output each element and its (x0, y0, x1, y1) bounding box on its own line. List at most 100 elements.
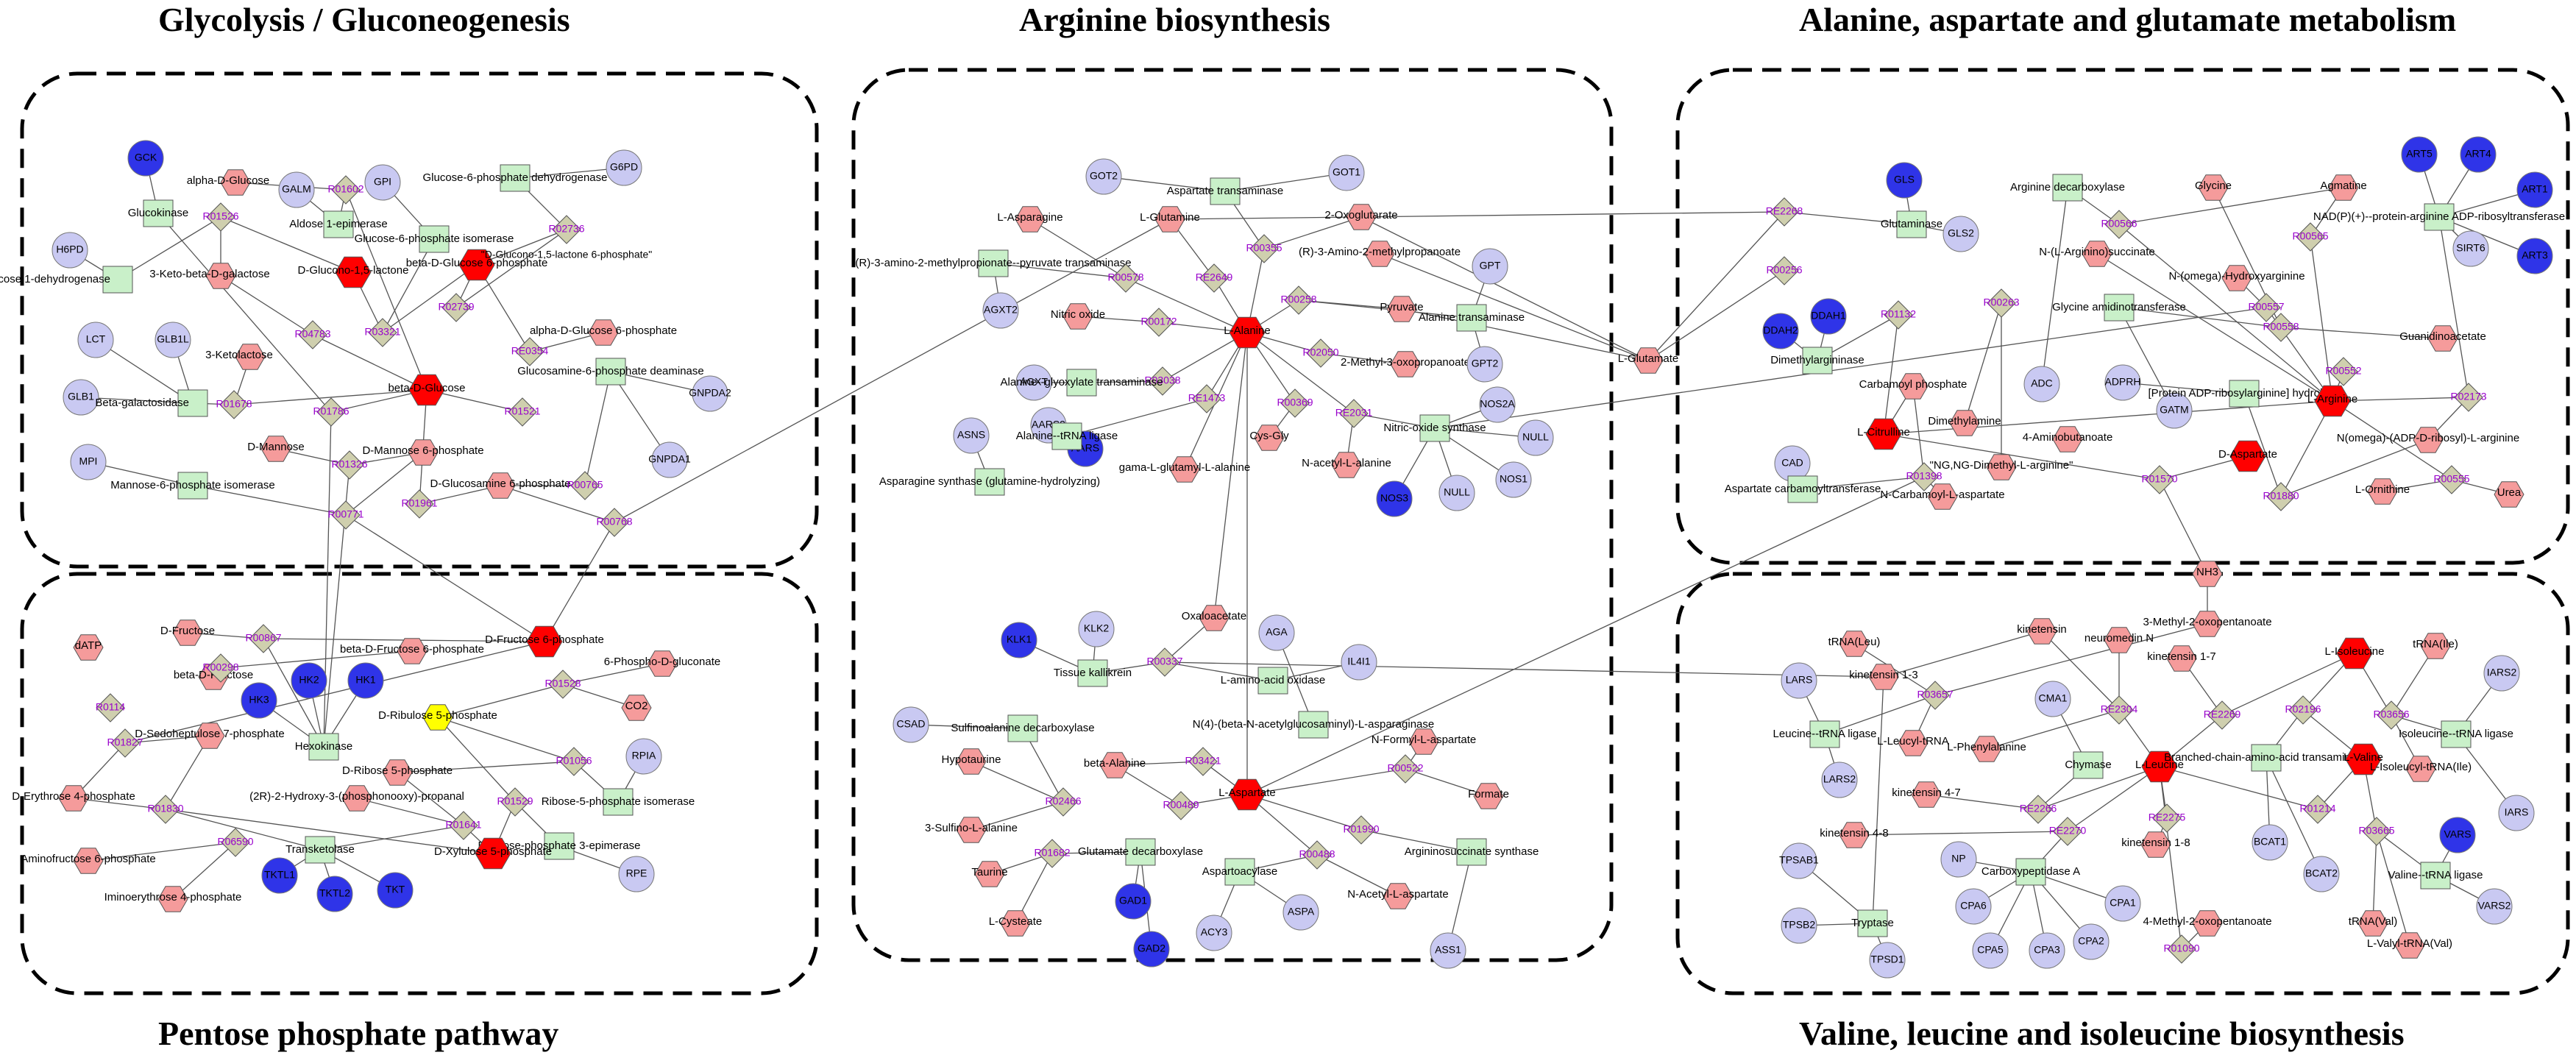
reaction-node-pentose-r06590[interactable] (221, 828, 250, 857)
gene-node-alanine-adc[interactable] (2023, 366, 2060, 402)
metabolite-node-pentose-imino4p[interactable] (157, 886, 188, 912)
reaction-node-alanine-r01570[interactable] (2145, 465, 2174, 494)
reaction-node-pentose-r01830[interactable] (151, 795, 180, 824)
gene-node-bcaa-iars[interactable] (2498, 795, 2535, 831)
metabolite-node-pentose-bfru6p[interactable] (397, 638, 427, 664)
gene-node-bcaa-tpsd1[interactable] (1869, 942, 1906, 979)
gene-node-arginine-gad2[interactable] (1133, 931, 1170, 968)
reaction-node-bcaa-r03656[interactable] (2377, 700, 2406, 730)
gene-node-arginine-nos3[interactable] (1376, 480, 1413, 517)
metabolite-node-bcaa-kin17[interactable] (2166, 645, 2197, 672)
enzyme-node-arginine-asn_synth[interactable] (974, 468, 1005, 496)
gene-node-glycolysis-mpi[interactable] (70, 444, 107, 480)
metabolite-node-bcaa-lile[interactable] (2336, 637, 2373, 670)
reaction-node-glycolysis-r00771[interactable] (331, 500, 361, 530)
gene-node-alanine-aprh[interactable] (2104, 364, 2141, 401)
metabolite-node-bcaa-kinetensin[interactable] (2026, 618, 2057, 645)
metabolite-node-arginine-lasp[interactable] (1229, 778, 1266, 811)
gene-node-bcaa-iars2[interactable] (2483, 655, 2520, 692)
enzyme-node-arginine-nos_enz[interactable] (1419, 414, 1450, 442)
enzyme-node-arginine-laao[interactable] (1257, 667, 1288, 695)
metabolite-node-bcaa-neuromedin[interactable] (2104, 627, 2135, 653)
enzyme-node-arginine-ala_glyox[interactable] (1066, 369, 1097, 397)
metabolite-node-alanine-lglu[interactable] (1633, 347, 1664, 374)
reaction-node-alanine-r00552[interactable] (2329, 357, 2358, 386)
metabolite-node-arginine-pyruvate[interactable] (1386, 296, 1417, 322)
gene-node-arginine-got1[interactable] (1328, 155, 1365, 191)
reaction-node-glycolysis-r01521[interactable] (508, 397, 537, 427)
metabolite-node-glycolysis-gluconolactone[interactable] (335, 256, 372, 288)
metabolite-node-glycolysis-bglc6p[interactable] (458, 249, 495, 281)
metabolite-node-pentose-dfru[interactable] (172, 619, 203, 646)
reaction-node-glycolysis-r02739[interactable] (441, 293, 471, 322)
reaction-node-alanine-r00557[interactable] (2252, 293, 2281, 322)
metabolite-node-alanine-ncarb[interactable] (1927, 483, 1958, 510)
metabolite-node-arginine-methyloxo[interactable] (1390, 351, 1421, 377)
reaction-node-alanine-re2268[interactable] (1770, 197, 1799, 227)
reaction-node-arginine-r02050[interactable] (1306, 338, 1335, 368)
gene-node-alanine-sirt6[interactable] (2452, 230, 2489, 267)
gene-node-arginine-csad[interactable] (893, 706, 929, 743)
reaction-node-pentose-r01056[interactable] (559, 747, 589, 776)
gene-node-arginine-asns[interactable] (953, 417, 990, 454)
enzyme-node-glycolysis-bgal[interactable] (177, 389, 208, 417)
gene-node-pentose-rpia[interactable] (625, 738, 662, 775)
metabolite-node-arginine-nacetylasp[interactable] (1383, 883, 1413, 909)
reaction-node-bcaa-re2275[interactable] (2152, 803, 2182, 833)
metabolite-node-alanine-nomega_adp[interactable] (2413, 427, 2444, 453)
metabolite-node-arginine-nitric[interactable] (1062, 303, 1093, 330)
reaction-node-arginine-re2649[interactable] (1199, 263, 1229, 293)
metabolite-node-bcaa-kin47[interactable] (1911, 781, 1942, 808)
reaction-node-arginine-r00488[interactable] (1302, 840, 1332, 870)
metabolite-node-pentose-dribu5p[interactable] (422, 704, 453, 731)
gene-node-arginine-agxt2[interactable] (982, 292, 1019, 329)
reaction-node-bcaa-r03657[interactable] (1920, 681, 1950, 710)
metabolite-node-arginine-sulfoala[interactable] (956, 817, 987, 843)
metabolite-node-alanine-nh3[interactable] (2192, 561, 2223, 587)
metabolite-node-arginine-cysgly[interactable] (1254, 425, 1285, 451)
enzyme-node-arginine-aspartoacylase[interactable] (1224, 858, 1255, 886)
gene-node-bcaa-cpa3[interactable] (2029, 932, 2065, 969)
gene-node-arginine-ass1[interactable] (1430, 932, 1466, 969)
reaction-node-bcaa-r02196[interactable] (2288, 695, 2318, 725)
gene-node-glycolysis-gpi[interactable] (364, 164, 401, 201)
enzyme-node-glycolysis-glucokinase[interactable] (143, 199, 174, 227)
enzyme-node-arginine-n4[interactable] (1298, 711, 1329, 739)
enzyme-node-glycolysis-g6pdh[interactable] (500, 164, 531, 192)
gene-node-alanine-ddah2[interactable] (1762, 313, 1799, 349)
metabolite-node-alanine-glycine[interactable] (2198, 174, 2229, 201)
gene-node-arginine-gpt[interactable] (1472, 248, 1508, 285)
gene-node-pentose-tkt[interactable] (377, 872, 414, 909)
gene-node-glycolysis-glb1[interactable] (63, 379, 99, 416)
metabolite-node-alanine-dimethylamine[interactable] (1949, 410, 1980, 436)
enzyme-node-alanine-glutaminase[interactable] (1896, 210, 1927, 238)
reaction-node-bcaa-r01214[interactable] (2303, 795, 2332, 824)
metabolite-node-bcaa-lleu_trna[interactable] (1898, 730, 1929, 756)
enzyme-node-arginine-sulfino_dec[interactable] (1007, 714, 1038, 742)
gene-node-bcaa-vars[interactable] (2439, 817, 2476, 853)
enzyme-node-arginine-ala_trna[interactable] (1051, 422, 1082, 450)
metabolite-node-bcaa-lphe[interactable] (1971, 736, 2002, 762)
enzyme-node-bcaa-chymase[interactable] (2073, 751, 2104, 779)
metabolite-node-pentose-aminofru6p[interactable] (73, 848, 104, 874)
gene-node-bcaa-tpsab1[interactable] (1781, 842, 1817, 879)
metabolite-node-glycolysis-alpha_glc[interactable] (220, 169, 251, 196)
reaction-node-alanine-r00566[interactable] (2104, 210, 2134, 239)
enzyme-node-arginine-argsucc[interactable] (1456, 838, 1487, 866)
metabolite-node-arginine-nformyl[interactable] (1408, 728, 1439, 755)
enzyme-node-alanine-nad_prot[interactable] (2424, 203, 2455, 231)
enzyme-node-pentose-transketolase[interactable] (305, 836, 336, 864)
gene-node-glycolysis-glb1l[interactable] (155, 322, 191, 358)
enzyme-node-bcaa-val_trna[interactable] (2420, 862, 2451, 890)
reaction-node-alanine-r00565[interactable] (2296, 222, 2325, 252)
reaction-node-glycolysis-r01961[interactable] (405, 489, 434, 519)
gene-node-arginine-gad1[interactable] (1115, 883, 1152, 920)
reaction-node-glycolysis-r01786[interactable] (316, 397, 346, 427)
enzyme-node-bcaa-ile_trna[interactable] (2441, 720, 2472, 748)
gene-node-alanine-art3[interactable] (2516, 238, 2553, 274)
gene-node-bcaa-cpa1[interactable] (2104, 885, 2141, 922)
metabolite-node-pentose-ery4p[interactable] (58, 785, 89, 812)
metabolite-node-bcaa-trna_ile[interactable] (2420, 633, 2451, 659)
enzyme-node-glycolysis-g6pi[interactable] (419, 225, 450, 253)
metabolite-node-alanine-nlarg[interactable] (2082, 241, 2112, 267)
